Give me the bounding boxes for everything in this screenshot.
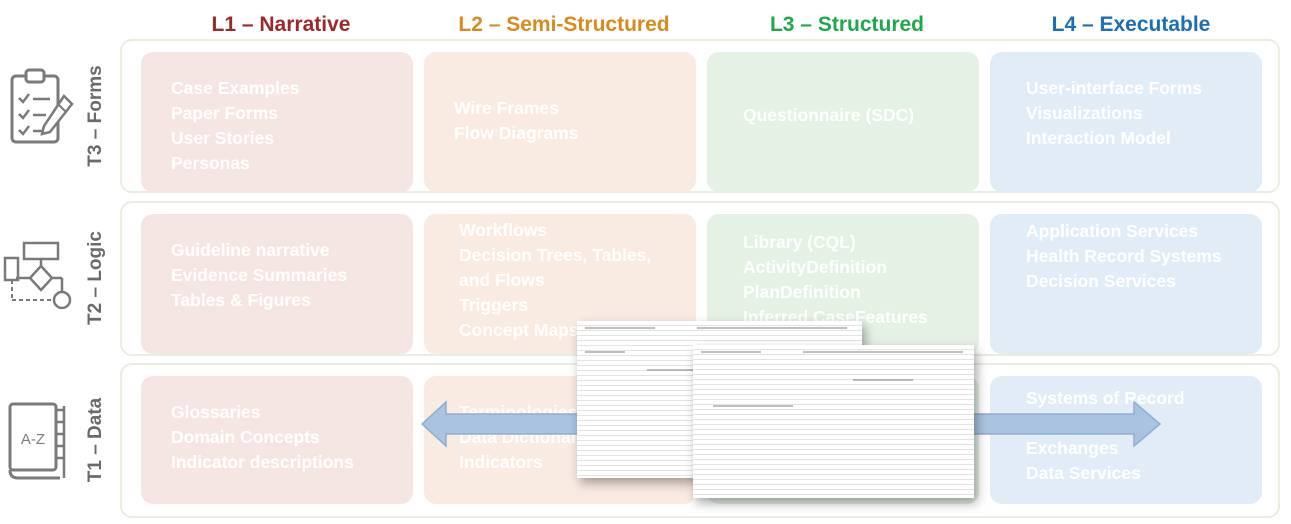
svg-text:A-Z: A-Z bbox=[21, 431, 45, 448]
cell-logic-executable: Application Services Health Record Syste… bbox=[990, 214, 1262, 354]
column-header-l2: L2 – Semi-Structured bbox=[458, 13, 670, 36]
cell-item: Evidence Summaries bbox=[171, 265, 348, 285]
left-arrow-icon bbox=[420, 400, 600, 448]
dictionary-icon: A-Z bbox=[6, 400, 70, 484]
cell-forms-structured: Questionnaire (SDC) bbox=[707, 52, 979, 192]
cell-item: PlanDefinition bbox=[743, 282, 861, 302]
cell-item: Decision Trees, Tables, bbox=[459, 245, 652, 265]
cell-item: Guideline narrative bbox=[171, 240, 330, 260]
cell-item: Systems of Record bbox=[1026, 388, 1185, 408]
cell-item: Interaction Model bbox=[1026, 128, 1171, 148]
cell-item: Paper Forms bbox=[171, 103, 278, 123]
cell-item: Visualizations bbox=[1026, 103, 1143, 123]
cell-item: Library (CQL) bbox=[743, 232, 856, 252]
cell-item: Data Services bbox=[1026, 463, 1141, 483]
cell-item: Flow Diagrams bbox=[454, 123, 579, 143]
cell-item: User Stories bbox=[171, 128, 275, 148]
cell-item: Indicators bbox=[459, 452, 543, 472]
cell-item: Application Services bbox=[1026, 221, 1199, 241]
clipboard-icon bbox=[6, 66, 76, 148]
cell-item: Workflows bbox=[459, 220, 548, 240]
cell-item: Concept Maps bbox=[459, 320, 579, 340]
cell-item: Personas bbox=[171, 153, 250, 173]
row-label-forms: T3 – Forms bbox=[85, 65, 106, 167]
cell-item: and Flows bbox=[459, 270, 545, 290]
right-arrow-icon bbox=[962, 400, 1162, 448]
cell-item: Decision Services bbox=[1026, 271, 1176, 291]
cell-item: Glossaries bbox=[171, 402, 261, 422]
cell-item: ActivityDefinition bbox=[743, 257, 887, 277]
column-header-l4: L4 – Executable bbox=[1051, 13, 1211, 36]
row-label-logic: T2 – Logic bbox=[85, 231, 106, 325]
cell-item: Case Examples bbox=[171, 78, 300, 98]
cell-item: Triggers bbox=[459, 295, 529, 315]
cell-item: Questionnaire (SDC) bbox=[743, 105, 915, 125]
column-header-l3: L3 – Structured bbox=[769, 13, 925, 36]
column-header-l1: L1 – Narrative bbox=[211, 13, 351, 36]
cell-forms-executable: User-interface Forms Visualizations Inte… bbox=[990, 52, 1262, 192]
row-label-data: T1 – Data bbox=[85, 397, 106, 483]
cell-item: Exchanges bbox=[1026, 438, 1119, 458]
cell-item: Indicator descriptions bbox=[171, 452, 354, 472]
cell-forms-semi-structured: Wire Frames Flow Diagrams bbox=[424, 52, 696, 192]
cell-item: Domain Concepts bbox=[171, 427, 320, 447]
cell-item: User-interface Forms bbox=[1026, 78, 1203, 98]
cell-data-narrative: Glossaries Domain Concepts Indicator des… bbox=[141, 376, 413, 504]
cell-item: Health Record Systems bbox=[1026, 246, 1222, 266]
flowchart-icon bbox=[2, 240, 78, 312]
spreadsheet-thumbnail-front bbox=[693, 345, 974, 498]
cell-logic-narrative: Guideline narrative Evidence Summaries T… bbox=[141, 214, 413, 354]
cell-item: Wire Frames bbox=[454, 98, 559, 118]
cell-forms-narrative: Case Examples Paper Forms User Stories P… bbox=[141, 52, 413, 192]
cell-item: Tables & Figures bbox=[171, 290, 311, 310]
